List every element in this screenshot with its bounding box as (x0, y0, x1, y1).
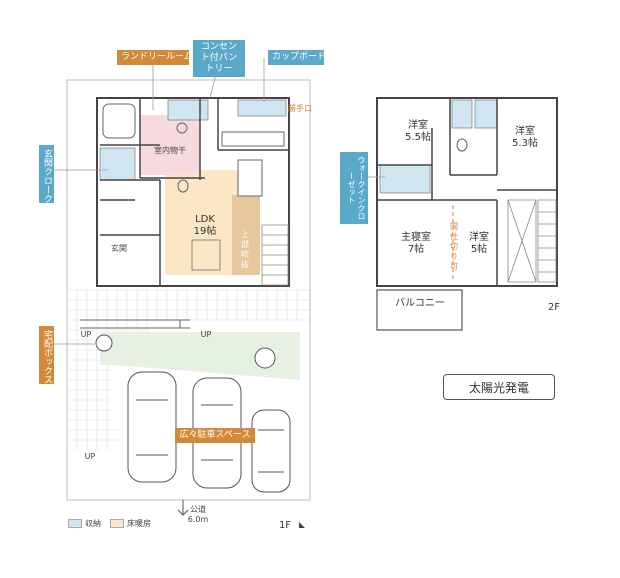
interior-walls (100, 98, 289, 285)
atrium-label: 上部吹抜 (241, 230, 249, 269)
kitchen-counter (221, 131, 285, 147)
up-label-2: UP (200, 330, 212, 339)
balcony-label: バルコニー (395, 298, 445, 309)
cupboard-storage (237, 99, 287, 117)
balcony (376, 289, 463, 331)
legend-floor-heating-swatch (110, 519, 124, 528)
cupboard-callout: カップボード (268, 50, 326, 65)
legend-storage: 収納 (68, 519, 101, 529)
kitchen-island (237, 159, 263, 197)
walkin-closet-storage (379, 164, 431, 194)
laundry-room-callout: ランドリールーム (117, 50, 193, 65)
atrium-area (232, 195, 260, 275)
room-c-size-label: 5帖 (470, 244, 488, 255)
road-label: 公道 (190, 505, 206, 514)
atrium-void-2f (507, 199, 537, 283)
room-b-label: 洋室 (515, 126, 535, 137)
room-b-closet (474, 99, 498, 129)
ldk-label: LDK (195, 214, 215, 225)
tree-right (254, 347, 276, 369)
indoor-drying-label: 室内物干 (154, 146, 186, 155)
walkin-closet-callout: ウォークインクローゼット (340, 152, 368, 224)
pantry-storage (167, 99, 209, 121)
entrance-cloak-callout: 玄関クローク (39, 145, 54, 203)
toilet-2f (456, 138, 468, 152)
bathtub (102, 103, 136, 139)
room-a-label: 洋室 (408, 120, 428, 131)
delivery-box-callout: 宅配ボックス (39, 326, 54, 384)
legend-storage-swatch (68, 519, 82, 528)
north-arrow-icon: ◣ (298, 520, 306, 529)
back-door-label: 勝手口 (288, 104, 312, 113)
garden-area (100, 332, 300, 380)
solar-power-box: 太陽光発電 (443, 374, 555, 400)
tree-left (95, 334, 113, 352)
road-width-label: 6.0m (187, 515, 209, 524)
floor2-label: 2F (547, 302, 561, 313)
parking-callout: 広々駐車スペース (175, 428, 255, 443)
room-a-size-label: 5.5帖 (405, 132, 431, 143)
room-c-label: 洋室 (469, 232, 489, 243)
legend-floor-heating-text: 床暖房 (127, 519, 151, 528)
floor1-plan (66, 79, 311, 516)
room-a-closet (451, 99, 473, 129)
dining-table (191, 239, 221, 271)
entrance-label: 玄関 (111, 244, 127, 253)
porch-steps (80, 319, 190, 329)
legend-storage-text: 収納 (85, 519, 101, 528)
outlet-pantry-callout: コンセント付パントリー (193, 40, 245, 77)
floor1-label: 1F (278, 520, 292, 531)
road-arrow (177, 500, 189, 516)
partition-label: 間仕切り可 (450, 222, 458, 271)
floor2-plan (376, 97, 558, 331)
sink-fixture (176, 122, 188, 134)
stairs-2f (537, 199, 557, 283)
room-b-size-label: 5.3帖 (512, 138, 538, 149)
master-bedroom-size-label: 7帖 (407, 244, 425, 255)
entrance-cloak-storage (99, 147, 136, 181)
car-3 (251, 409, 291, 493)
car-1 (127, 371, 177, 483)
interior-walls-2f (377, 98, 557, 286)
stairs-1f (261, 224, 289, 286)
ldk-size-label: 19帖 (193, 226, 217, 237)
master-bedroom-label: 主寝室 (401, 232, 431, 243)
up-label-3: UP (84, 452, 96, 461)
legend-floor-heating: 床暖房 (110, 519, 151, 529)
up-label-1: UP (80, 330, 92, 339)
toilet-fixture (177, 179, 189, 193)
